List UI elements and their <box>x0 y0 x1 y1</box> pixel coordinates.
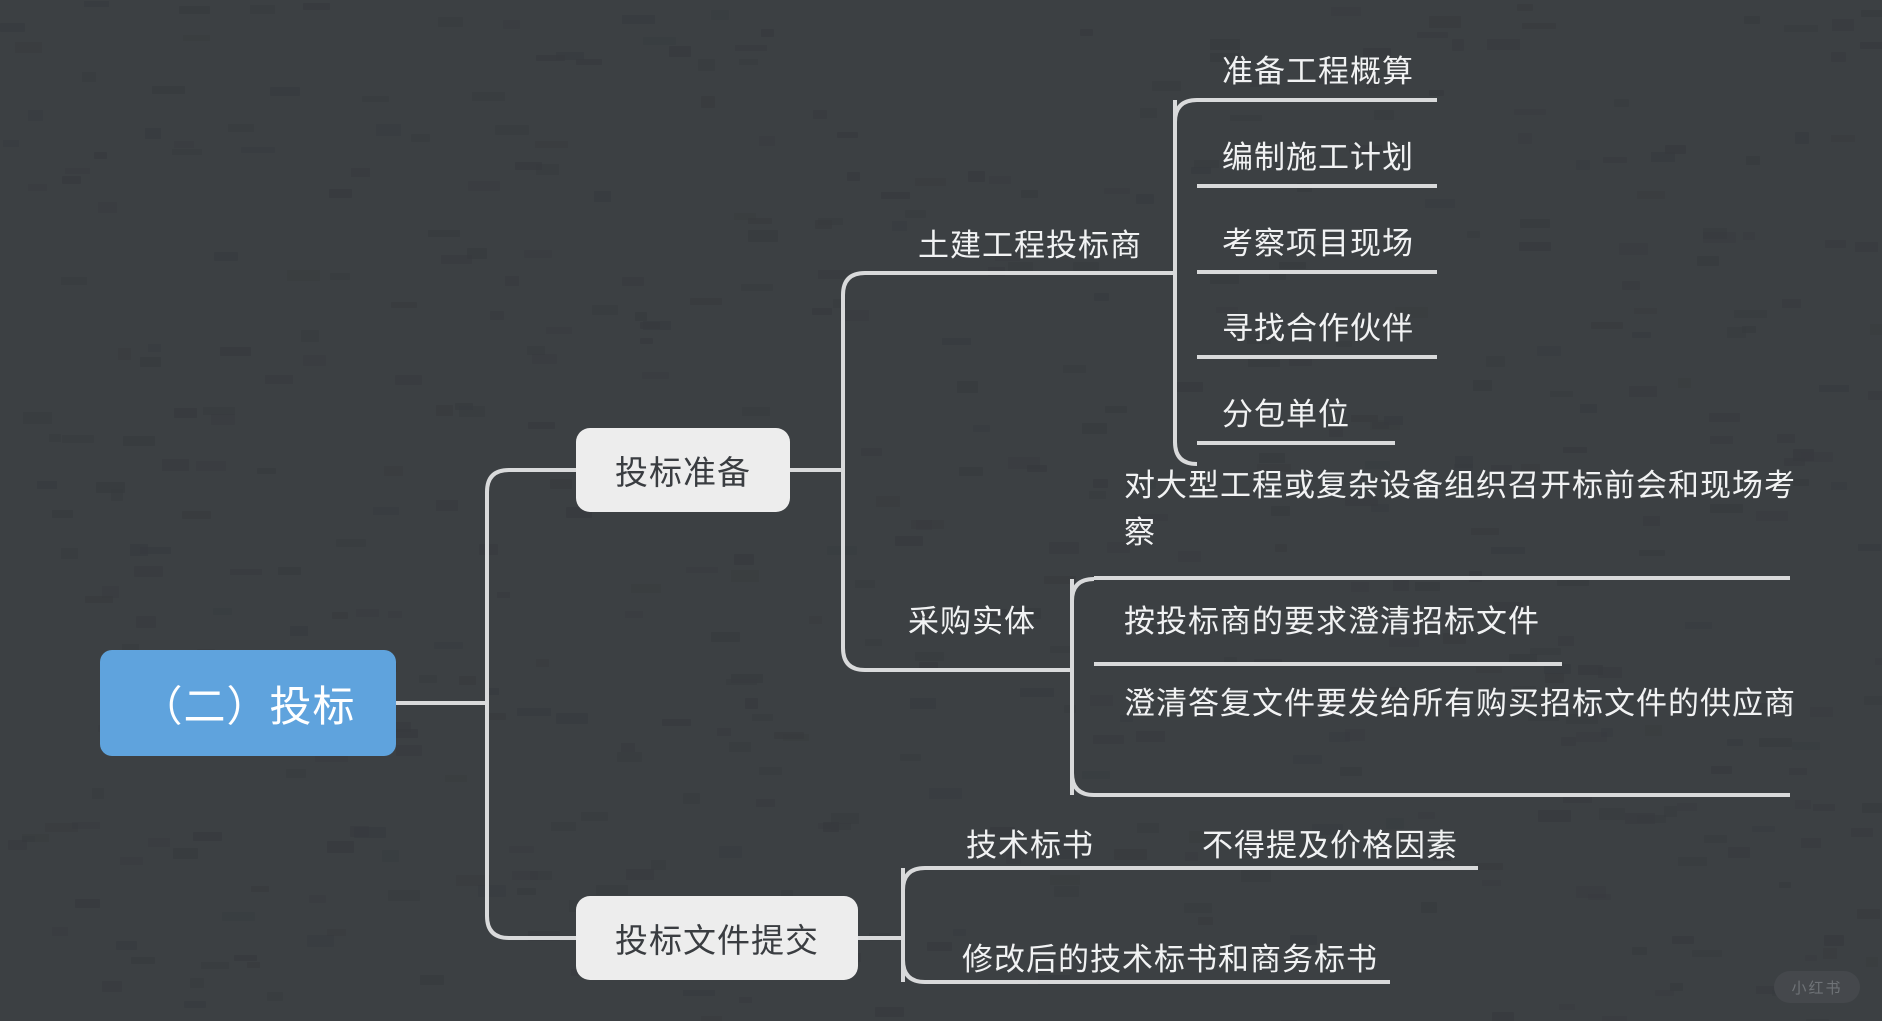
node-group-label: 技术标书 <box>966 828 1094 863</box>
node-leaf-subcontractor[interactable]: 分包单位 <box>1222 391 1642 437</box>
node-leaf-label: 准备工程概算 <box>1222 54 1414 89</box>
wire-group2-trunk-b <box>1070 670 1095 797</box>
node-branch-bid-submission[interactable]: 投标文件提交 <box>576 896 858 980</box>
node-leaf-cost-estimate[interactable]: 准备工程概算 <box>1222 48 1642 94</box>
node-leaf-label: 分包单位 <box>1222 397 1350 432</box>
node-leaf-label: 澄清答复文件要发给所有购买招标文件的供应商 <box>1124 686 1796 721</box>
node-leaf-no-price-mention[interactable]: 不得提及价格因素 <box>1202 822 1622 868</box>
node-branch-tender-preparation[interactable]: 投标准备 <box>576 428 790 512</box>
wire-branch2-trunk-a <box>901 866 926 938</box>
node-group-label: 土建工程投标商 <box>918 228 1142 263</box>
node-group-civil-bidder[interactable]: 土建工程投标商 <box>900 222 1160 268</box>
node-group-technical-proposal[interactable]: 技术标书 <box>960 822 1100 868</box>
node-leaf-label: 修改后的技术标书和商务标书 <box>962 942 1378 977</box>
node-leaf-clarify-documents[interactable]: 按投标商的要求澄清招标文件 <box>1124 598 1804 644</box>
node-leaf-label: 不得提及价格因素 <box>1202 828 1458 863</box>
node-branch-label: 投标文件提交 <box>615 924 819 960</box>
wire-group1-trunk-b <box>1173 273 1198 466</box>
node-group-label: 采购实体 <box>908 604 1036 639</box>
wire-trunk-branch-2 <box>485 703 576 940</box>
node-root-label: （二）投标 <box>140 684 356 731</box>
wire-group2-trunk-a <box>1070 577 1095 670</box>
node-leaf-site-survey[interactable]: 考察项目现场 <box>1222 220 1642 266</box>
node-leaf-construction-plan[interactable]: 编制施工计划 <box>1222 134 1642 180</box>
node-leaf-label: 对大型工程或复杂设备组织召开标前会和现场考察 <box>1124 468 1796 551</box>
node-branch-label: 投标准备 <box>615 456 751 492</box>
watermark-label: 小红书 <box>1791 978 1843 997</box>
node-leaf-find-partners[interactable]: 寻找合作伙伴 <box>1222 305 1642 351</box>
node-leaf-label: 编制施工计划 <box>1222 140 1414 175</box>
wire-branch2-trunk-b <box>901 938 926 984</box>
node-leaf-revised-proposals[interactable]: 修改后的技术标书和商务标书 <box>962 936 1582 982</box>
wire-trunk-branch-1 <box>485 468 576 703</box>
node-root[interactable]: （二）投标 <box>100 650 396 756</box>
wire-branch1-trunk-g1 <box>841 271 1175 470</box>
node-leaf-label: 按投标商的要求澄清招标文件 <box>1124 604 1540 639</box>
node-leaf-label: 寻找合作伙伴 <box>1222 311 1414 346</box>
watermark-xiaohongshu: 小红书 <box>1774 971 1860 1003</box>
node-leaf-label: 考察项目现场 <box>1222 226 1414 261</box>
wire-group1-trunk <box>1173 98 1198 273</box>
node-leaf-send-clarifications[interactable]: 澄清答复文件要发给所有购买招标文件的供应商 <box>1124 680 1804 790</box>
node-group-procuring-entity[interactable]: 采购实体 <box>878 598 1066 644</box>
node-leaf-prebid-meeting[interactable]: 对大型工程或复杂设备组织召开标前会和现场考察 <box>1124 462 1804 572</box>
